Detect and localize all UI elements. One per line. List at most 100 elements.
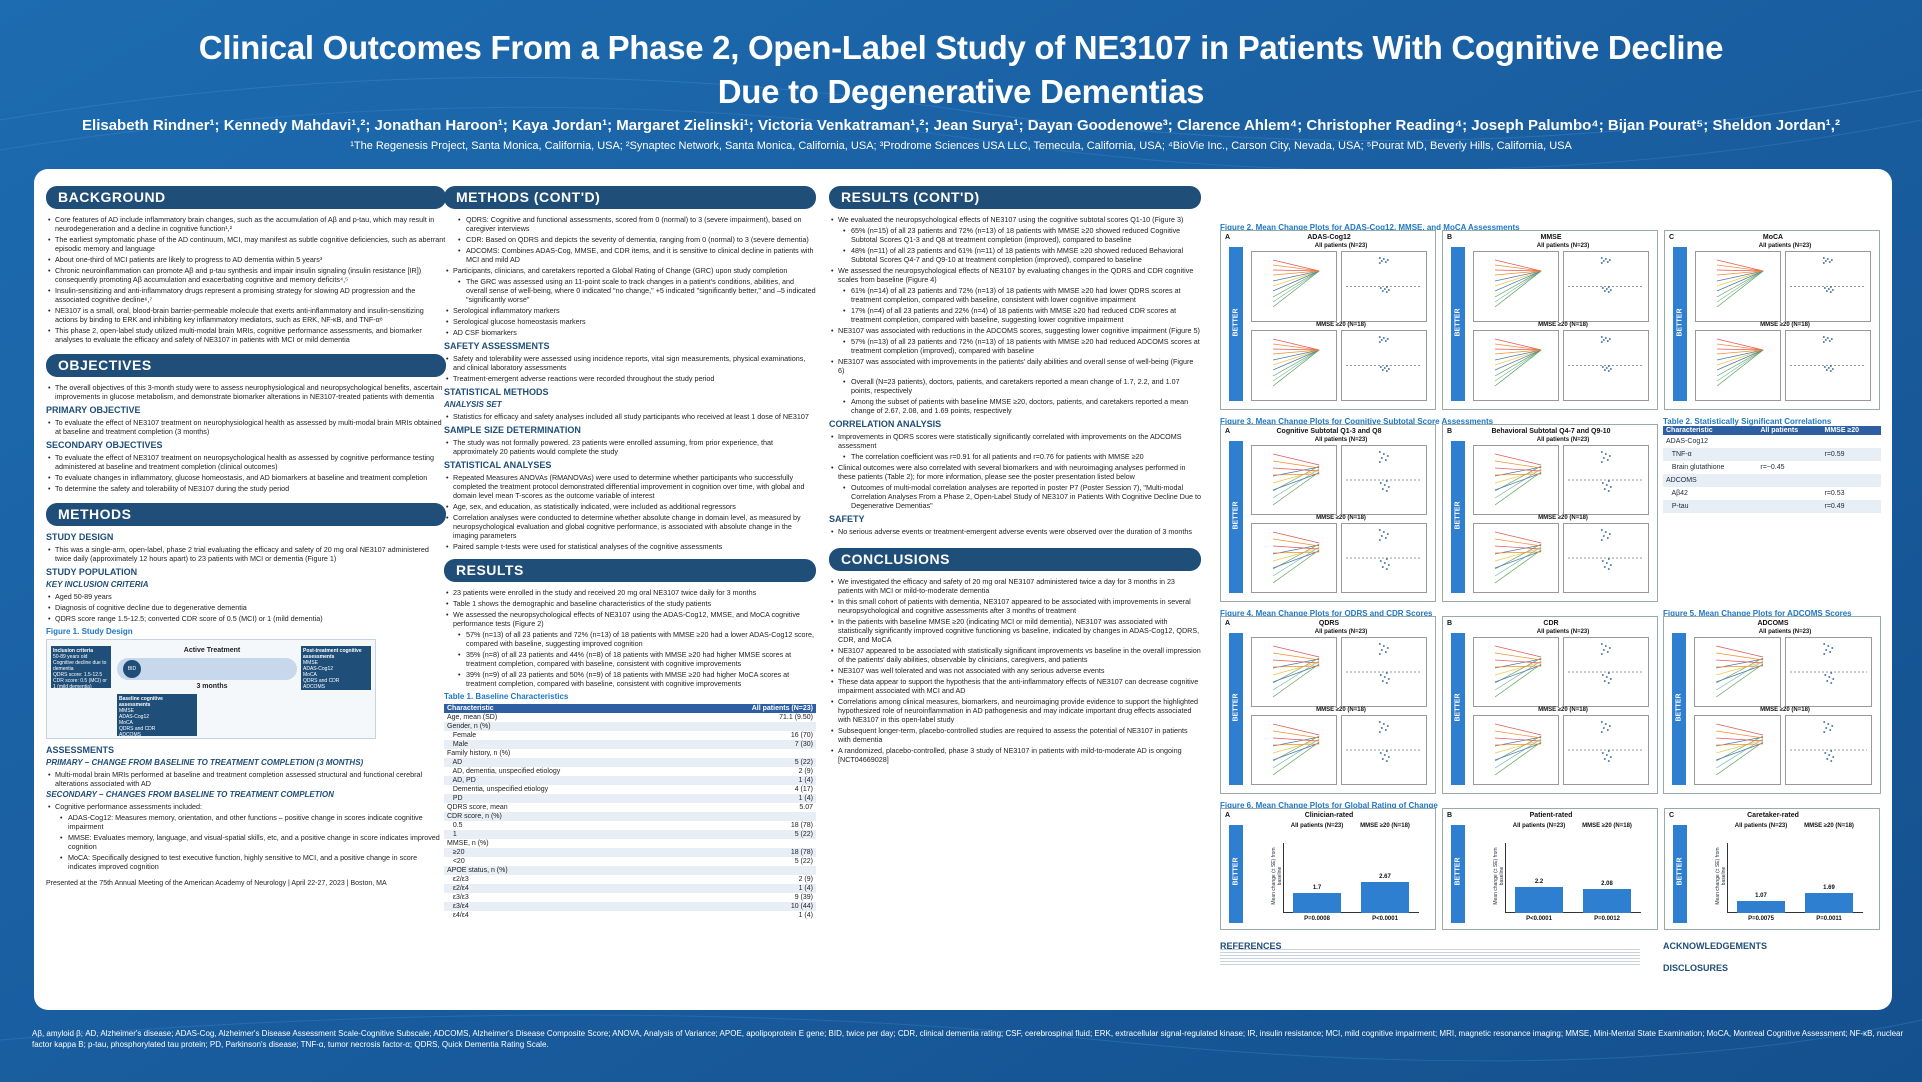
- patient-line: [1494, 659, 1542, 664]
- study-population-heading: STUDY POPULATION: [46, 567, 138, 577]
- table-cell: 2 (9): [798, 876, 813, 883]
- bar-value-label: 2.08: [1601, 880, 1613, 887]
- change-point: [1602, 457, 1605, 459]
- assess-secondary-heading: SECONDARY – CHANGES FROM BASELINE TO TRE…: [46, 790, 334, 799]
- patient-line: [1272, 741, 1320, 776]
- patient-line: [1272, 645, 1320, 658]
- patient-line: [1272, 550, 1320, 569]
- methods-heading: METHODS: [46, 503, 446, 526]
- table-cell: [1821, 474, 1881, 487]
- patient-line: [1494, 343, 1542, 351]
- patient-line: [1272, 349, 1320, 387]
- patient-line: [1272, 549, 1320, 584]
- better-arrow: [1451, 441, 1465, 593]
- change-point: [1823, 721, 1826, 723]
- change-point: [1823, 287, 1826, 289]
- change-point: [1378, 721, 1381, 723]
- patient-line: [1494, 742, 1542, 761]
- bar-category-label: All patients (N=23): [1734, 823, 1788, 829]
- safety-assessments-list: Safety and tolerability were assessed us…: [444, 354, 816, 383]
- assess-primary-list: Multi-modal brain MRIs performed at base…: [46, 770, 446, 788]
- list-item: Chronic neuroinflammation can promote Aβ…: [46, 266, 446, 284]
- table-row: ADAS-Cog12: [1663, 435, 1881, 448]
- table-cell: Female: [447, 732, 477, 739]
- patient-line: [1272, 737, 1320, 742]
- table-cell: AD, PD: [444, 776, 682, 785]
- mini-chart-svg: [1716, 723, 1764, 776]
- change-point: [1385, 286, 1388, 288]
- mini-chart: [1341, 330, 1427, 401]
- acknowledgements-heading: ACKNOWLEDGEMENTS: [1663, 941, 1767, 951]
- patient-line: [1272, 343, 1320, 351]
- panel-title: Behavioral Subtotal Q4-7 and Q9-10: [1491, 428, 1611, 435]
- change-point: [1381, 488, 1384, 490]
- table-cell: TNF-α: [1663, 448, 1758, 461]
- change-point: [1601, 560, 1604, 562]
- change-point: [1378, 731, 1381, 733]
- patient-line: [1716, 661, 1764, 676]
- table-cell: 9 (39): [794, 894, 813, 901]
- patient-line: [1494, 660, 1542, 691]
- mini-chart: [1785, 637, 1872, 707]
- bar-value-label: 1.69: [1823, 885, 1835, 892]
- mini-chart: [1341, 637, 1427, 707]
- change-point: [1378, 461, 1381, 463]
- change-point: [1830, 760, 1833, 762]
- list-item: MMSE: Evaluates memory, language, and vi…: [46, 833, 446, 851]
- table-cell: 1: [444, 830, 682, 839]
- list-item: Statistics for efficacy and safety analy…: [444, 412, 816, 421]
- change-point: [1606, 537, 1609, 539]
- change-point: [1603, 290, 1606, 292]
- patient-line: [1494, 546, 1542, 577]
- patient-line: [1272, 349, 1320, 371]
- assessments-heading: ASSESSMENTS: [46, 745, 115, 755]
- change-point: [1828, 340, 1831, 342]
- patient-line: [1494, 538, 1542, 547]
- bar: [1805, 893, 1853, 913]
- presentation-note: Presented at the 75th Annual Meeting of …: [46, 880, 387, 887]
- change-point: [1384, 537, 1387, 539]
- mini-chart-svg: [1716, 259, 1764, 308]
- change-point: [1600, 731, 1603, 733]
- change-point: [1609, 486, 1612, 488]
- column-2: METHODS (CONT'D) QDRS: Cognitive and fun…: [444, 186, 816, 920]
- change-point: [1600, 257, 1603, 259]
- mini-chart: [1694, 715, 1781, 785]
- change-point: [1607, 370, 1610, 372]
- change-point: [1831, 647, 1834, 649]
- change-point: [1832, 756, 1835, 758]
- patient-line: [1716, 349, 1764, 382]
- table-header: MMSE ≥20: [1821, 426, 1881, 435]
- patient-line: [1494, 738, 1542, 769]
- panel-letter: A: [1225, 620, 1231, 627]
- table-cell: 0.5: [447, 822, 463, 829]
- panel-title: Cognitive Subtotal Q1-3 and Q8: [1276, 428, 1382, 435]
- change-point: [1602, 339, 1605, 341]
- table-2-caption: Table 2. Statistically Significant Corre…: [1663, 417, 1832, 426]
- table-cell: QDRS score, mean: [447, 804, 508, 811]
- mini-chart-svg: [1568, 336, 1644, 372]
- change-point: [1825, 290, 1828, 292]
- mini-chart: [1785, 330, 1871, 401]
- list-item: Clinical outcomes were also correlated w…: [829, 463, 1201, 481]
- list-item: The overall objectives of this 3-month s…: [46, 383, 446, 401]
- change-point: [1387, 368, 1390, 370]
- patient-line: [1716, 259, 1764, 272]
- better-arrow: [1672, 633, 1686, 785]
- change-point: [1382, 453, 1385, 455]
- list-item: Serological inflammatory markers: [444, 306, 816, 315]
- mini-chart: [1563, 330, 1649, 401]
- mini-chart-svg: [1346, 721, 1422, 762]
- list-item: Among the subset of patients with baseli…: [829, 397, 1201, 415]
- change-point: [1605, 367, 1608, 369]
- mini-chart-svg: [1346, 643, 1422, 684]
- better-label: BETTER: [1454, 308, 1462, 337]
- list-item: Serological glucose homeostasis markers: [444, 317, 816, 326]
- study-design-diagram: Inclusion criteria 50-89 years old Cogni…: [46, 639, 376, 739]
- patient-line: [1494, 531, 1542, 544]
- patient-line: [1494, 467, 1542, 472]
